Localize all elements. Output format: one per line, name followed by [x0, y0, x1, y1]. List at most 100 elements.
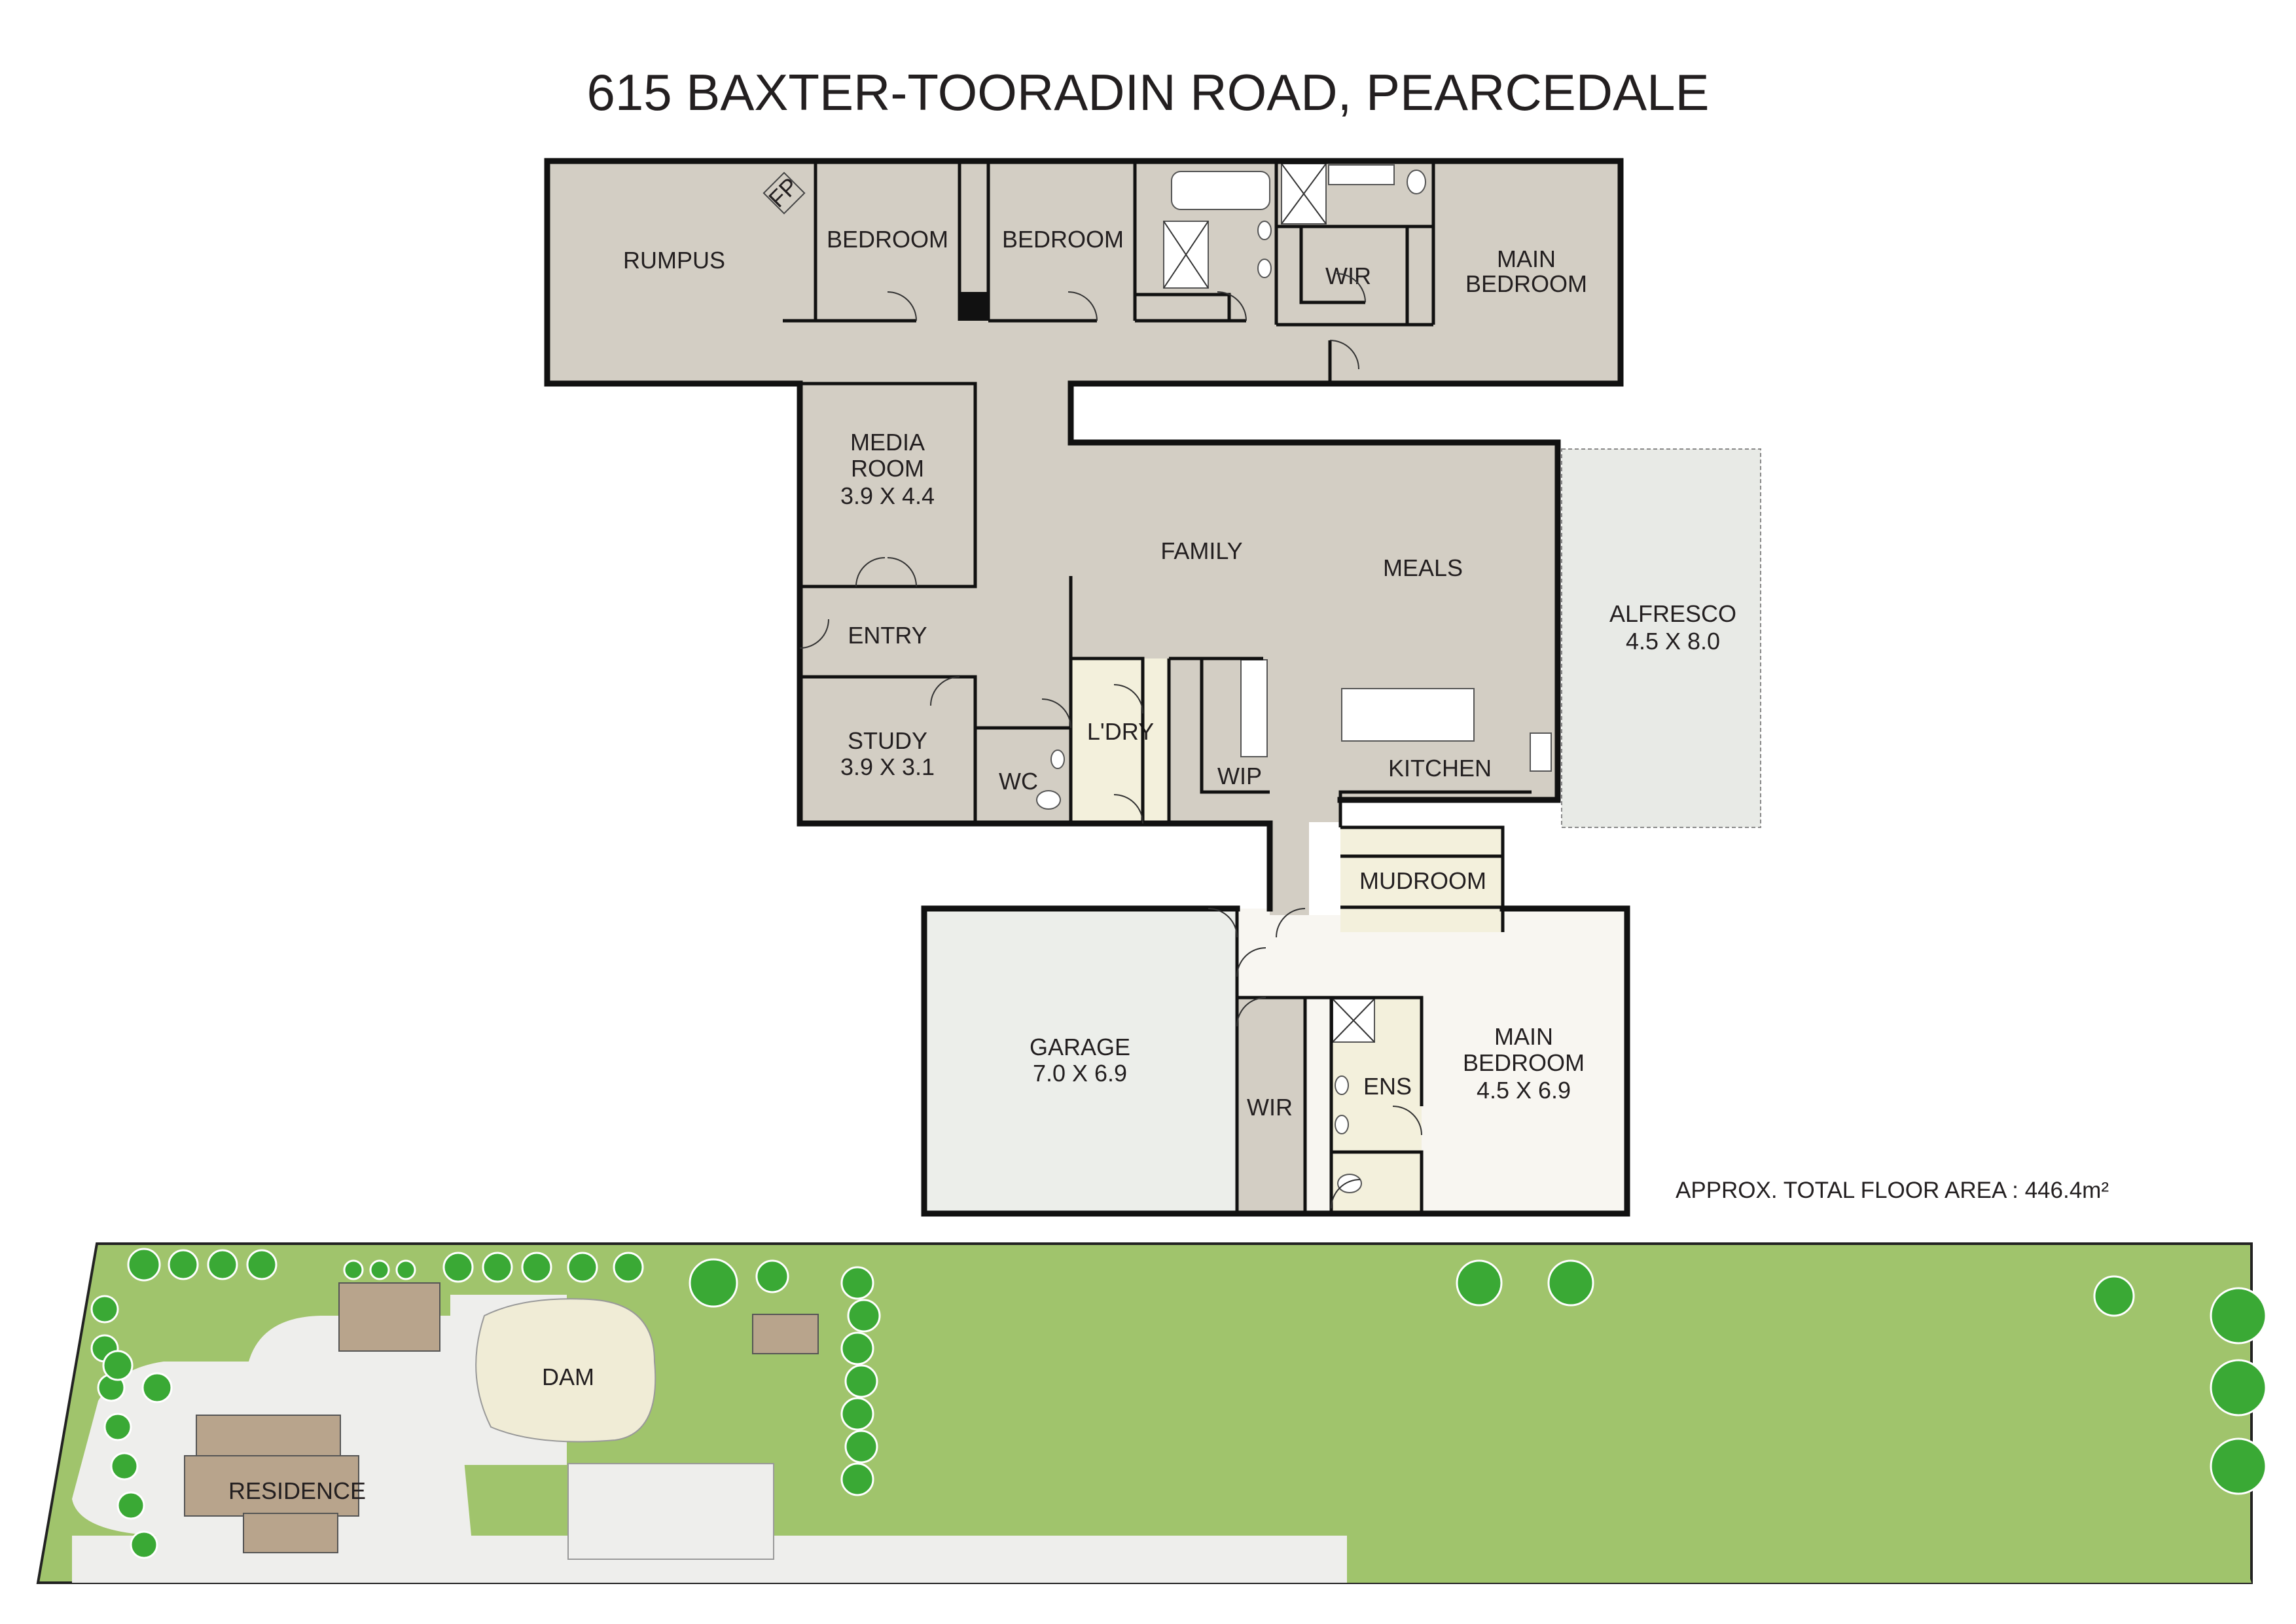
tree-icon: [840, 1266, 874, 1300]
tree-icon: [130, 1530, 158, 1559]
tree-icon: [1456, 1259, 1503, 1307]
room-label-mudroom: MUDROOM: [1359, 867, 1486, 894]
kitchen-sink-icon: [1530, 732, 1552, 772]
room-label-bedroom-1: BEDROOM: [827, 226, 948, 253]
room-label-ens: ENS: [1363, 1073, 1412, 1100]
room-label-meals: MEALS: [1383, 554, 1463, 581]
room-wir-lower: [1237, 998, 1305, 1214]
room-bedroom-2: BEDROOM: [1002, 226, 1124, 253]
room-mudroom: MUDROOM: [1340, 827, 1504, 932]
room-label-entry: ENTRY: [848, 622, 927, 649]
upper-wing: RUMPUS FP BEDROOM BEDROOM: [547, 161, 1621, 384]
tree-icon: [141, 1372, 173, 1403]
toilet-icon: [1407, 170, 1426, 194]
tree-icon: [168, 1249, 199, 1280]
wip-shelf-icon: [1240, 659, 1268, 757]
room-label-main-bedroom-upper-2: BEDROOM: [1465, 270, 1587, 297]
tree-icon: [847, 1299, 881, 1333]
tree-icon: [207, 1249, 238, 1280]
room-label-wc: WC: [999, 768, 1038, 795]
room-size-alfresco: 4.5 X 8.0: [1626, 628, 1720, 655]
tree-icon: [1547, 1259, 1594, 1307]
room-label-media-1: MEDIA: [850, 429, 925, 456]
tree-icon: [2093, 1275, 2135, 1317]
residence: RESIDENCE: [184, 1415, 366, 1553]
room-size-garage: 7.0 X 6.9: [1033, 1060, 1127, 1087]
tree-icon: [117, 1491, 145, 1520]
central-living: MEDIA ROOM 3.9 X 4.4 FAMILY MEALS ENTRY …: [800, 384, 1558, 915]
tree-icon: [2210, 1359, 2267, 1416]
vanity-icon: [1328, 164, 1395, 185]
site-label-residence: RESIDENCE: [228, 1477, 366, 1504]
bathtub-icon: [1171, 171, 1270, 210]
tree-icon: [689, 1258, 738, 1308]
paddock-shed-area: [567, 1463, 774, 1560]
room-alfresco: ALFRESCO 4.5 X 8.0: [1561, 448, 1761, 828]
tree-icon: [110, 1452, 139, 1481]
room-size-media: 3.9 X 4.4: [840, 482, 935, 509]
toilet-icon: [1036, 790, 1061, 810]
tree-icon: [840, 1331, 874, 1365]
tree-icon: [2210, 1287, 2267, 1344]
tree-icon: [840, 1462, 874, 1496]
tree-icon: [482, 1252, 513, 1283]
toilet-icon: [1337, 1174, 1362, 1193]
garage-wing: GARAGE 7.0 X 6.9 WIR ENS MAIN BEDROOM 4.…: [924, 909, 1627, 1214]
walls: [544, 158, 1630, 1217]
room-rumpus: RUMPUS FP: [547, 161, 816, 384]
basin-icon: [1257, 221, 1272, 240]
tree-icon: [844, 1364, 878, 1398]
tree-icon: [103, 1413, 132, 1441]
page-title: 615 BAXTER-TOORADIN ROAD, PEARCEDALE: [586, 63, 1709, 121]
basin-icon: [1257, 259, 1272, 278]
tree-icon: [844, 1430, 878, 1464]
tree-icon: [102, 1350, 134, 1381]
room-size-main-bedroom-lower: 4.5 X 6.9: [1477, 1077, 1571, 1104]
room-label-media-2: ROOM: [851, 455, 924, 482]
dam: [475, 1298, 656, 1443]
tree-icon: [246, 1249, 278, 1280]
tree-icon: [442, 1252, 474, 1283]
room-main-bedroom-upper: MAIN BEDROOM: [1465, 245, 1587, 297]
central-living-floor: [800, 384, 1558, 915]
bathroom: [1163, 171, 1272, 289]
room-label-rumpus: RUMPUS: [623, 247, 725, 274]
tree-icon: [369, 1259, 390, 1280]
fireplace-icon: [762, 171, 806, 215]
tree-icon: [613, 1252, 644, 1283]
lawn-wave: [1347, 1473, 2251, 1583]
room-bedroom-1: BEDROOM: [827, 226, 948, 253]
tree-icon: [395, 1259, 416, 1280]
basin-icon: [1050, 749, 1065, 769]
room-label-bedroom-2: BEDROOM: [1002, 226, 1124, 253]
room-label-garage: GARAGE: [1030, 1034, 1130, 1060]
tree-icon: [521, 1252, 552, 1283]
floor-area-note: APPROX. TOTAL FLOOR AREA : 446.4m²: [1676, 1178, 2109, 1203]
kitchen-island-icon: [1341, 688, 1475, 742]
room-label-alfresco: ALFRESCO: [1609, 600, 1736, 627]
room-garage: [924, 909, 1237, 1214]
room-label-main-bedroom-lower-2: BEDROOM: [1463, 1049, 1585, 1076]
room-label-wir-lower: WIR: [1247, 1094, 1293, 1121]
site-label-dam: DAM: [542, 1363, 594, 1390]
tree-icon: [90, 1295, 119, 1324]
outbuilding: [338, 1282, 440, 1352]
room-label-study: STUDY: [848, 727, 927, 754]
basin-icon: [1335, 1075, 1349, 1095]
tree-icon: [127, 1248, 161, 1282]
tree-icon: [755, 1259, 789, 1293]
site-plan: DAM RESIDENCE: [36, 1242, 2267, 1584]
room-label-main-bedroom-lower-1: MAIN: [1494, 1023, 1553, 1050]
laundry-floor: [1071, 659, 1169, 823]
room-label-wip: WIP: [1217, 763, 1262, 789]
outbuilding: [752, 1314, 819, 1354]
tree-icon: [567, 1252, 598, 1283]
room-size-study: 3.9 X 3.1: [840, 753, 935, 780]
tree-icon: [840, 1397, 874, 1431]
door-swings: [799, 273, 1422, 1209]
trees: [90, 1248, 2267, 1559]
tree-icon: [2210, 1437, 2267, 1495]
room-label-main-bedroom-upper-1: MAIN: [1497, 245, 1556, 272]
tree-icon: [343, 1259, 364, 1280]
